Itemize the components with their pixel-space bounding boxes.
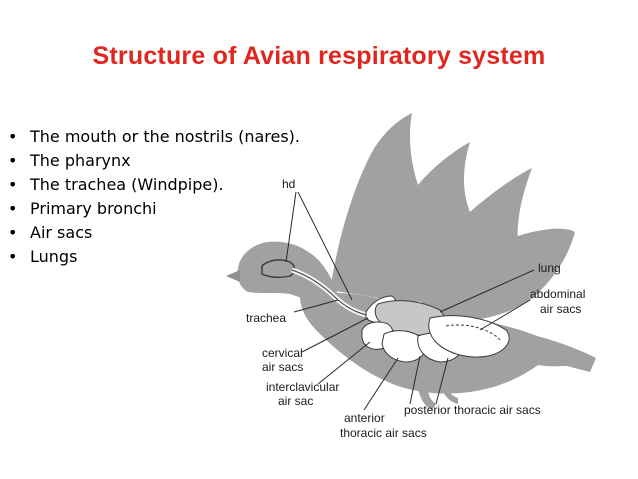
trachea-leader (293, 299, 339, 313)
abdominal-air-sac-inner (445, 324, 501, 341)
bullet-list: • The mouth or the nostrils (nares). • The… (8, 125, 300, 269)
bullet-icon: • (8, 127, 18, 146)
beak (226, 270, 240, 282)
bullet-text: Lungs (30, 247, 78, 266)
back-wing (420, 228, 575, 321)
bullet-text: Air sacs (30, 223, 93, 242)
feet (418, 386, 458, 410)
label-trachea: trachea (246, 311, 286, 325)
bullet-text: Primary bronchi (30, 199, 157, 218)
posterior-leader-1 (409, 355, 421, 405)
hd-leader (285, 191, 297, 263)
bullet-text: The trachea (Windpipe). (30, 175, 224, 194)
label-posterior: posterior thoracic air sacs (404, 403, 541, 417)
label-abdominal-1: abdominal (530, 287, 585, 301)
label-anterior-1: anterior (344, 411, 385, 425)
bullet-item: • Air sacs (8, 221, 300, 245)
posterior-leader-2 (435, 357, 449, 405)
bullet-item: • The mouth or the nostrils (nares). (8, 125, 300, 149)
bullet-text: The mouth or the nostrils (nares). (30, 127, 301, 146)
bullet-item: • Primary bronchi (8, 197, 300, 221)
respiratory-organs (261, 259, 510, 363)
interclavicular-leader (317, 341, 371, 385)
bullet-icon: • (8, 199, 18, 218)
tail (520, 332, 596, 372)
label-anterior-2: thoracic air sacs (340, 426, 427, 440)
bullet-icon: • (8, 247, 18, 266)
lung-leader (439, 269, 535, 313)
label-abdominal-2: air sacs (540, 302, 581, 316)
bullet-icon: • (8, 151, 18, 170)
bullet-item: • Lungs (8, 245, 300, 269)
label-cervical-2: air sacs (262, 360, 303, 374)
bullet-icon: • (8, 175, 18, 194)
hd-leader-2 (297, 191, 353, 301)
bullet-text: The pharynx (30, 151, 131, 170)
bullet-item: • The trachea (Windpipe). (8, 173, 300, 197)
bullet-item: • The pharynx (8, 149, 300, 173)
label-hd: hd (282, 177, 295, 191)
anterior-thoracic-air-sac (381, 330, 427, 363)
slide-title: Structure of Avian respiratory system (92, 42, 546, 70)
cervical-leader (301, 317, 369, 353)
anterior-leader (363, 357, 399, 411)
leader-lines (285, 191, 535, 411)
label-cervical-1: cervical (262, 346, 303, 360)
label-interclavicular-2: air sac (278, 394, 313, 408)
label-interclavicular-1: interclavicular (266, 380, 339, 394)
label-lung: lung (538, 261, 561, 275)
bullet-icon: • (8, 223, 18, 242)
abdominal-leader (479, 299, 531, 331)
